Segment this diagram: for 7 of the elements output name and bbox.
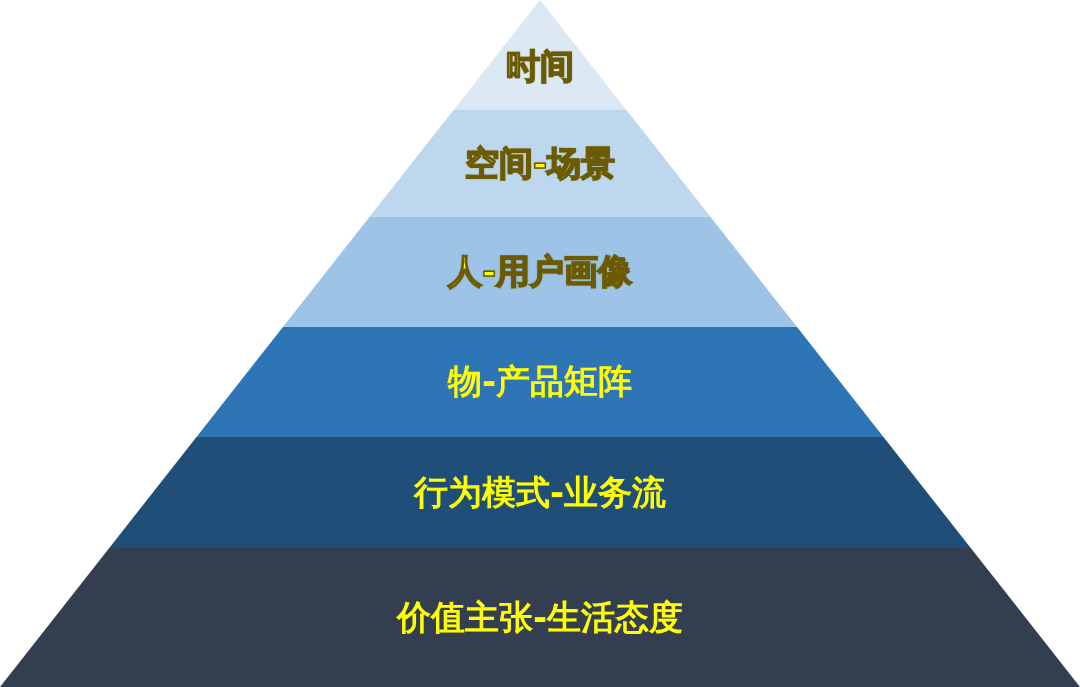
tier-label: 时间 [506,45,574,88]
pyramid-tier [0,548,1080,687]
tier-label: 空间-场景 [464,141,616,185]
tier-label: 行为模式-业务流 [413,470,667,514]
tier-label: 物-产品矩阵 [447,360,633,403]
tier-label: 人-用户画像 [447,250,633,293]
tier-label: 价值主张-生活态度 [396,595,684,639]
